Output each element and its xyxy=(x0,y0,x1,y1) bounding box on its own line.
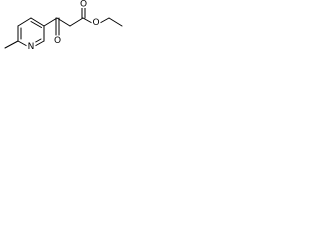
ring-bond-c3-c4-inner xyxy=(30,21,42,28)
ring-bond-c4-c3 xyxy=(30,17,45,27)
chemical-structure-diagram: N O O O xyxy=(4,0,123,52)
bond-ring-to-ketone-carbon xyxy=(43,17,58,27)
ring-nitrogen-label-bg xyxy=(26,42,36,52)
ring-bond-c5-c4 xyxy=(17,17,32,27)
bond-ether-oxygen-to-ch2 xyxy=(99,17,110,24)
ring-bond-n-c6 xyxy=(17,40,28,47)
bond-ch2-to-ester-carbon xyxy=(69,17,84,27)
ring-bond-c2-n xyxy=(34,40,45,47)
methyl-bond xyxy=(4,40,19,49)
bond-ethyl-ch2-ch3 xyxy=(108,17,123,27)
ester-carbonyl-oxygen-label-bg xyxy=(79,0,88,8)
ring-nitrogen-label: N xyxy=(28,42,35,52)
ester-carbonyl-oxygen-label: O xyxy=(80,0,87,10)
bond-ester-carbon-to-ether-oxygen xyxy=(82,17,93,24)
ketone-oxygen-label-bg xyxy=(53,36,62,46)
ester-ether-oxygen-label-bg xyxy=(91,18,101,28)
ester-ether-oxygen-label: O xyxy=(92,18,99,28)
ketone-oxygen-label: O xyxy=(54,36,61,46)
structure-canvas: N O O O xyxy=(0,0,156,70)
